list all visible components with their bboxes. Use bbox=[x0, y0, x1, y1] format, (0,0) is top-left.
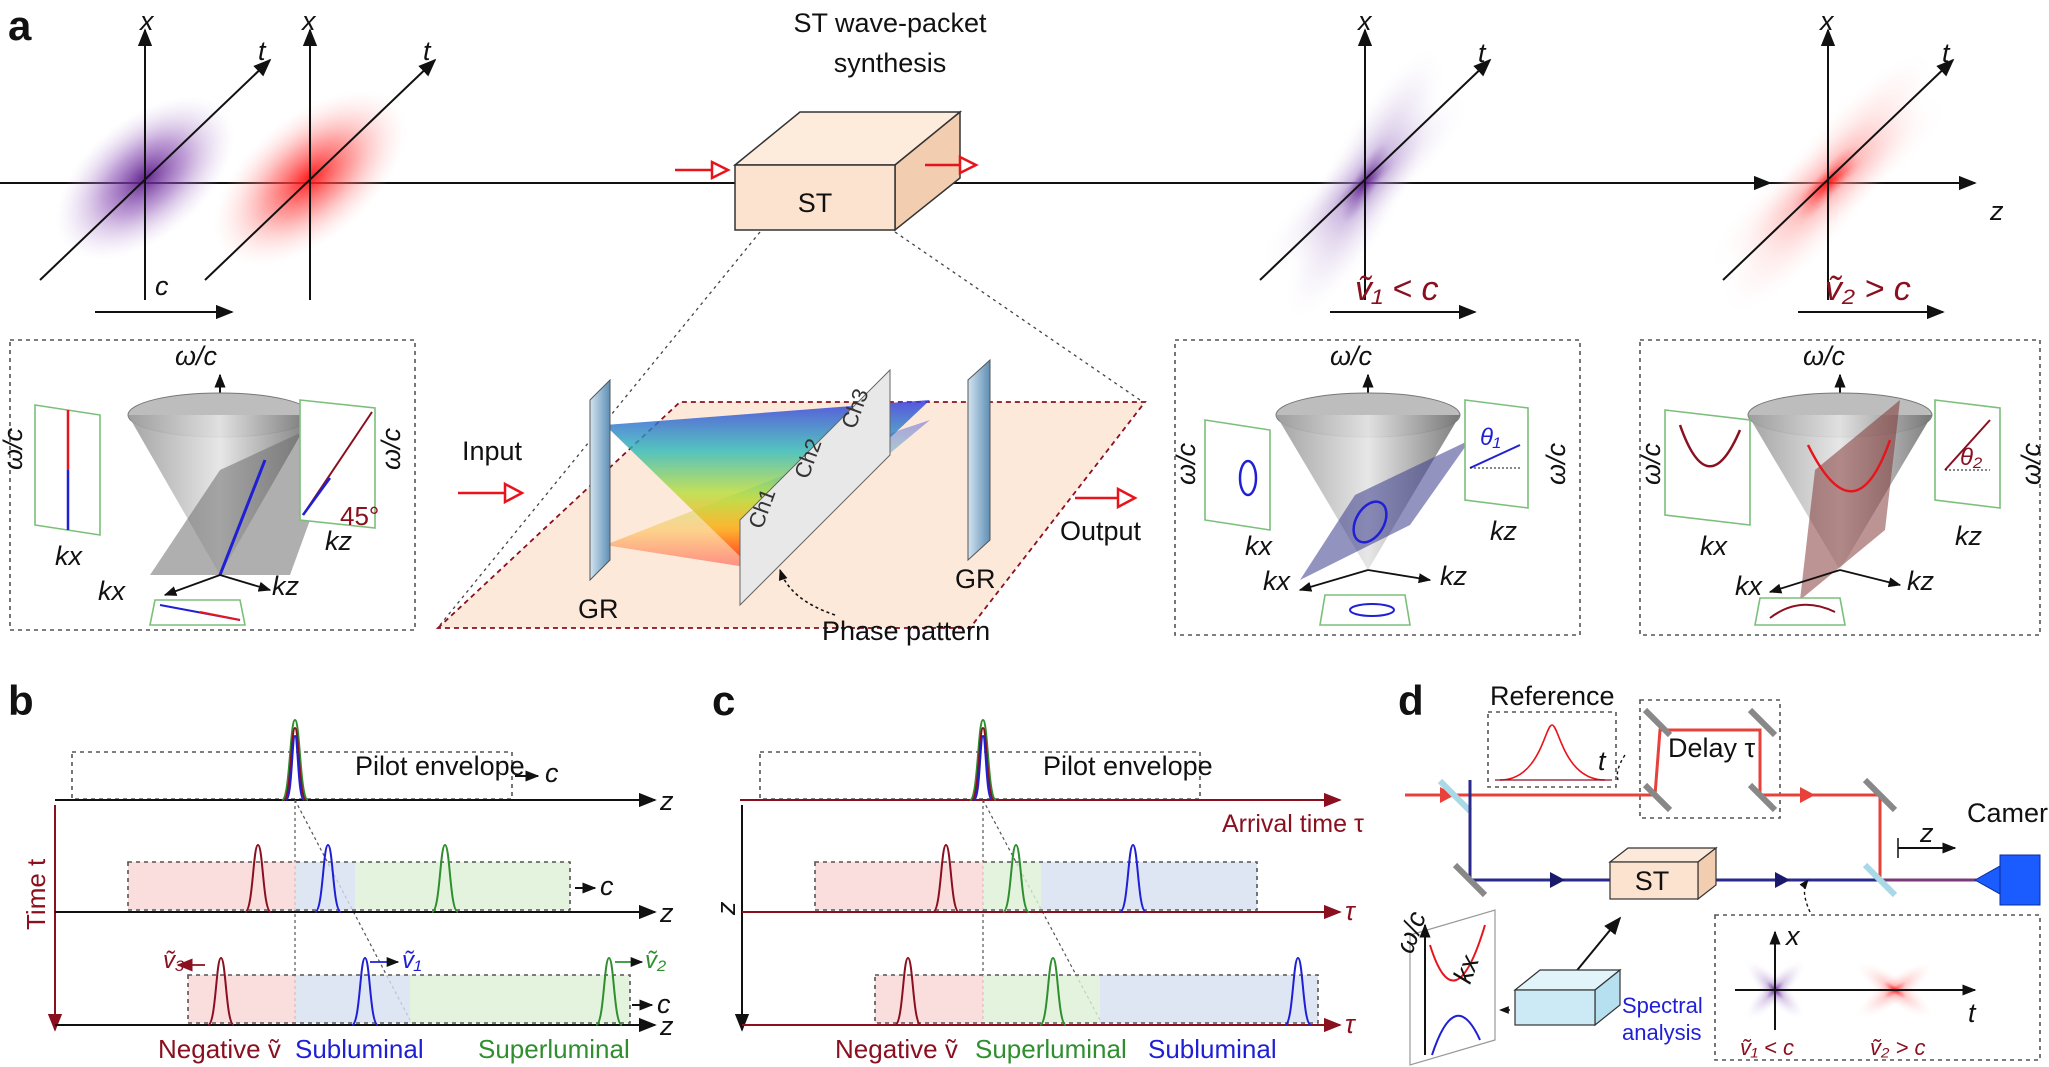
panel-c-label: c bbox=[712, 677, 735, 724]
inset3-omega-left: ω/c bbox=[1636, 442, 1666, 485]
st-block: ST bbox=[732, 110, 963, 232]
packet3-x-label: x bbox=[1356, 6, 1373, 36]
camera-label: Camera bbox=[1967, 798, 2049, 828]
time-axis-label: Time t bbox=[21, 858, 51, 930]
lightcone-inset-subluminal: ω/c kx kz ω/c kx θ₁ ω/c kz bbox=[1171, 339, 1581, 636]
camera-z-label: z bbox=[1919, 818, 1934, 848]
v2-b-label: ṽ₂ bbox=[645, 947, 666, 974]
packet2-x-label: x bbox=[300, 6, 317, 36]
inset1-kz-label: kz bbox=[272, 571, 300, 601]
packet3-t-label: t bbox=[1478, 38, 1487, 68]
inset3-omega-label: ω/c bbox=[1803, 341, 1846, 371]
pilot-envelope-label-b: Pilot envelope bbox=[355, 751, 525, 781]
phase-pattern-label: Phase pattern bbox=[822, 616, 990, 646]
tau-row2-label: τ bbox=[1345, 896, 1357, 926]
inset1-kx-left: kx bbox=[55, 541, 84, 571]
arrival-time-label: Arrival time τ bbox=[1222, 810, 1364, 838]
negative-label-b: Negative ṽ bbox=[158, 1034, 281, 1064]
row3-c-label: c bbox=[657, 989, 671, 1019]
inset2-omega-right: ω/c bbox=[1541, 442, 1571, 485]
inset1-omega-left: ω/c bbox=[0, 427, 28, 470]
st-d-label: ST bbox=[1635, 866, 1670, 896]
row1-c-label: c bbox=[545, 758, 559, 788]
inset3-kz-label: kz bbox=[1907, 566, 1935, 596]
panel-a-label: a bbox=[8, 2, 32, 49]
input-packet-red: x t bbox=[204, 6, 437, 300]
st-title-line2: synthesis bbox=[834, 48, 947, 78]
inset2-kz-right: kz bbox=[1490, 516, 1518, 546]
inset3-kx-left: kx bbox=[1700, 531, 1729, 561]
theta2-label: θ₂ bbox=[1960, 444, 1982, 471]
lightcone-inset-superluminal: ω/c kx kz ω/c kx θ₂ ω/c kz bbox=[1636, 339, 2046, 636]
pilot-envelope-label-c: Pilot envelope bbox=[1043, 751, 1213, 781]
inset2-omega-label: ω/c bbox=[1330, 341, 1373, 371]
negative-label-c: Negative ṽ bbox=[835, 1034, 958, 1064]
inset1-omega-right: ω/c bbox=[376, 427, 406, 470]
packet1-t-label: t bbox=[258, 36, 267, 66]
inset2-kz-label: kz bbox=[1440, 561, 1468, 591]
delay-label: Delay τ bbox=[1668, 733, 1756, 763]
v1-b-label: ṽ₁ bbox=[402, 947, 422, 974]
v3-label: ṽ₃ bbox=[163, 947, 185, 974]
panel-b: b Pilot envelope c z Time t c z c bbox=[8, 677, 674, 1064]
inset-d-t-label: t bbox=[1968, 998, 1977, 1028]
inset3-kz-right: kz bbox=[1955, 521, 1983, 551]
camera: Camera bbox=[1967, 798, 2049, 906]
row3-z-label: z bbox=[659, 1011, 674, 1041]
output-packet-red: x t ṽ₂ > c bbox=[1711, 6, 1955, 320]
panel-d: d Reference t Delay τ Camera bbox=[1389, 677, 2049, 1066]
inset2-omega-left: ω/c bbox=[1171, 442, 1201, 485]
angle-45-label: 45° bbox=[340, 501, 379, 531]
output-packet-purple: x t ṽ₁ < c bbox=[1259, 6, 1492, 320]
packet2-t-label: t bbox=[423, 36, 432, 66]
output-label: Output bbox=[1060, 516, 1142, 546]
row1-z-label: z bbox=[659, 786, 674, 816]
grating-right-label: GR bbox=[955, 564, 996, 594]
speed-c-label: c bbox=[155, 271, 169, 301]
input-label: Input bbox=[462, 436, 523, 466]
subluminal-label-c: Subluminal bbox=[1148, 1034, 1277, 1064]
grating-left-label: GR bbox=[578, 594, 619, 624]
reference-label: Reference bbox=[1490, 681, 1615, 711]
panel-c: c Pilot envelope Arrival time τ z τ τ Ne… bbox=[711, 677, 1364, 1064]
row2-c-label: c bbox=[600, 871, 614, 901]
reference-t-label: t bbox=[1598, 746, 1607, 776]
z-axis-label: z bbox=[1989, 196, 2004, 226]
tau-row3-label: τ bbox=[1345, 1009, 1357, 1039]
inset2-kx-left: kx bbox=[1245, 531, 1274, 561]
inset3-omega-right: ω/c bbox=[2016, 442, 2046, 485]
v2-label: ṽ₂ > c bbox=[1825, 270, 1911, 308]
lightcone-inset-input: ω/c kx kz ω/c kx 45° ω/c kz bbox=[0, 339, 416, 631]
packet1-x-label: x bbox=[138, 6, 155, 36]
subluminal-label-b: Subluminal bbox=[295, 1034, 424, 1064]
c-z-axis-label: z bbox=[711, 901, 741, 916]
synthesis-setup: Input GR GR Ch1 Ch2 Ch3 Phase pattern Ou… bbox=[435, 358, 1147, 646]
inset3-kx-label: kx bbox=[1735, 571, 1764, 601]
inset-d-v2-label: ṽ₂ > c bbox=[1870, 1035, 1925, 1060]
panel-b-label: b bbox=[8, 677, 34, 724]
packet4-x-label: x bbox=[1818, 6, 1835, 36]
row2-z-label: z bbox=[659, 898, 674, 928]
st-block-label: ST bbox=[798, 188, 833, 218]
input-packet-purple: x t bbox=[39, 6, 272, 300]
st-title-line1: ST wave-packet bbox=[793, 8, 987, 38]
superluminal-label-c: Superluminal bbox=[975, 1034, 1127, 1064]
inset1-omega-label: ω/c bbox=[175, 341, 218, 371]
spectral-line2: analysis bbox=[1622, 1020, 1701, 1045]
inset2-kx-label: kx bbox=[1263, 566, 1292, 596]
v1-label: ṽ₁ < c bbox=[1355, 270, 1438, 308]
superluminal-label-b: Superluminal bbox=[478, 1034, 630, 1064]
spectral-line1: Spectral bbox=[1622, 993, 1703, 1018]
inset-d-x-label: x bbox=[1784, 921, 1801, 951]
inset1-kx-label: kx bbox=[98, 576, 127, 606]
packet4-t-label: t bbox=[1942, 38, 1951, 68]
inset1-kz-right: kz bbox=[325, 526, 353, 556]
theta1-label: θ₁ bbox=[1480, 424, 1501, 451]
panel-d-label: d bbox=[1398, 677, 1424, 724]
panel-a: a z x t x t c ST wave-packet synthesis bbox=[0, 2, 2046, 646]
inset-d-v1-label: ṽ₁ < c bbox=[1740, 1035, 1794, 1060]
